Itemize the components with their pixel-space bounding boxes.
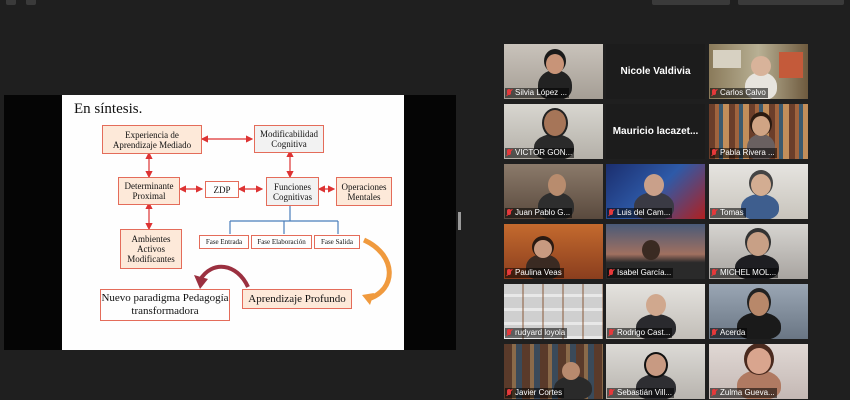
- box-fase-elaboracion: Fase Elaboración: [251, 235, 312, 249]
- participant-name: Isabel García...: [617, 268, 672, 277]
- participant-name: Javier Cortes: [515, 388, 563, 397]
- participant-name: Sebastián Vill...: [617, 388, 672, 397]
- view-mode-button[interactable]: [738, 0, 844, 5]
- muted-mic-icon: [711, 269, 717, 277]
- participant-name: Mauricio lacazet...: [612, 126, 699, 137]
- participant-tile[interactable]: Isabel García...: [606, 224, 705, 279]
- box-operaciones: Operaciones Mentales: [336, 177, 392, 206]
- muted-mic-icon: [711, 329, 717, 337]
- presentation-slide: En síntesis.: [62, 95, 404, 350]
- participant-tile[interactable]: Javier Cortes: [504, 344, 603, 399]
- muted-mic-icon: [711, 149, 717, 157]
- shared-screen: En síntesis.: [4, 95, 456, 350]
- participant-tile[interactable]: Silvia López ...: [504, 44, 603, 99]
- participant-name: MICHEL MOL...: [720, 268, 777, 277]
- participant-name: rudyard loyola: [515, 328, 566, 337]
- muted-mic-icon: [608, 389, 614, 397]
- muted-mic-icon: [506, 209, 512, 217]
- box-aprendizaje-profundo: Aprendizaje Profundo: [242, 289, 352, 309]
- participant-name: Carlos Calvo: [720, 88, 766, 97]
- box-funciones: Funciones Cognitivas: [266, 177, 319, 206]
- muted-mic-icon: [608, 329, 614, 337]
- participant-name: Rodrigo Cast...: [617, 328, 671, 337]
- muted-mic-icon: [711, 89, 717, 97]
- box-modificabilidad: Modificabilidad Cognitiva: [254, 125, 324, 153]
- top-toolbar: [0, 0, 850, 6]
- diagram-connectors: [145, 135, 392, 305]
- box-zdp: ZDP: [205, 181, 239, 198]
- participant-name: Paulina Veas: [515, 268, 562, 277]
- muted-mic-icon: [506, 89, 512, 97]
- participant-tile-active-speaker[interactable]: Carlos Calvo: [709, 44, 808, 99]
- box-determinante: Determinante Proximal: [118, 177, 180, 205]
- participant-tile[interactable]: Tomas: [709, 164, 808, 219]
- muted-mic-icon: [711, 209, 717, 217]
- participant-name: Pabla Rivera ...: [720, 148, 775, 157]
- muted-mic-icon: [608, 209, 614, 217]
- box-ambientes: Ambientes Activos Modificantes: [120, 229, 182, 269]
- panel-resize-handle[interactable]: [458, 212, 461, 230]
- box-fase-entrada: Fase Entrada: [199, 235, 249, 249]
- participant-tile[interactable]: Pabla Rivera ...: [709, 104, 808, 159]
- box-nuevo-paradigma: Nuevo paradigma Pedagogía transformadora: [100, 289, 230, 321]
- participant-name: Zulma Gueva...: [720, 388, 775, 397]
- muted-mic-icon: [506, 389, 512, 397]
- participant-name: Juan Pablo G...: [515, 208, 571, 217]
- participant-name: Silvia López ...: [515, 88, 568, 97]
- view-options-button[interactable]: [652, 0, 730, 5]
- participant-tile[interactable]: rudyard loyola: [504, 284, 603, 339]
- participant-name: Acerda: [720, 328, 746, 337]
- participant-name: VICTOR GON...: [515, 148, 573, 157]
- participant-name: Nicole Valdivia: [620, 66, 691, 77]
- participant-tile[interactable]: Sebastián Vill...: [606, 344, 705, 399]
- participant-tile[interactable]: Rodrigo Cast...: [606, 284, 705, 339]
- participant-name: Tomas: [720, 208, 744, 217]
- muted-mic-icon: [506, 329, 512, 337]
- participant-tile[interactable]: Zulma Gueva...: [709, 344, 808, 399]
- participant-tile[interactable]: Paulina Veas: [504, 224, 603, 279]
- box-experiencia: Experiencia de Aprendizaje Mediado: [102, 125, 202, 154]
- participant-name: Luis del Cam...: [617, 208, 671, 217]
- muted-mic-icon: [608, 269, 614, 277]
- window-control-button[interactable]: [26, 0, 36, 5]
- participant-tile[interactable]: Juan Pablo G...: [504, 164, 603, 219]
- participant-tile[interactable]: Acerda: [709, 284, 808, 339]
- slide-title: En síntesis.: [74, 101, 143, 117]
- window-control-button[interactable]: [6, 0, 16, 5]
- participant-tile[interactable]: VICTOR GON...: [504, 104, 603, 159]
- participant-tile[interactable]: Nicole Valdivia: [606, 44, 705, 99]
- muted-mic-icon: [506, 149, 512, 157]
- muted-mic-icon: [711, 389, 717, 397]
- participant-tile[interactable]: Luis del Cam...: [606, 164, 705, 219]
- muted-mic-icon: [506, 269, 512, 277]
- box-fase-salida: Fase Salida: [314, 235, 360, 249]
- participant-tile[interactable]: MICHEL MOL...: [709, 224, 808, 279]
- participant-tile[interactable]: Mauricio lacazet...: [606, 104, 705, 159]
